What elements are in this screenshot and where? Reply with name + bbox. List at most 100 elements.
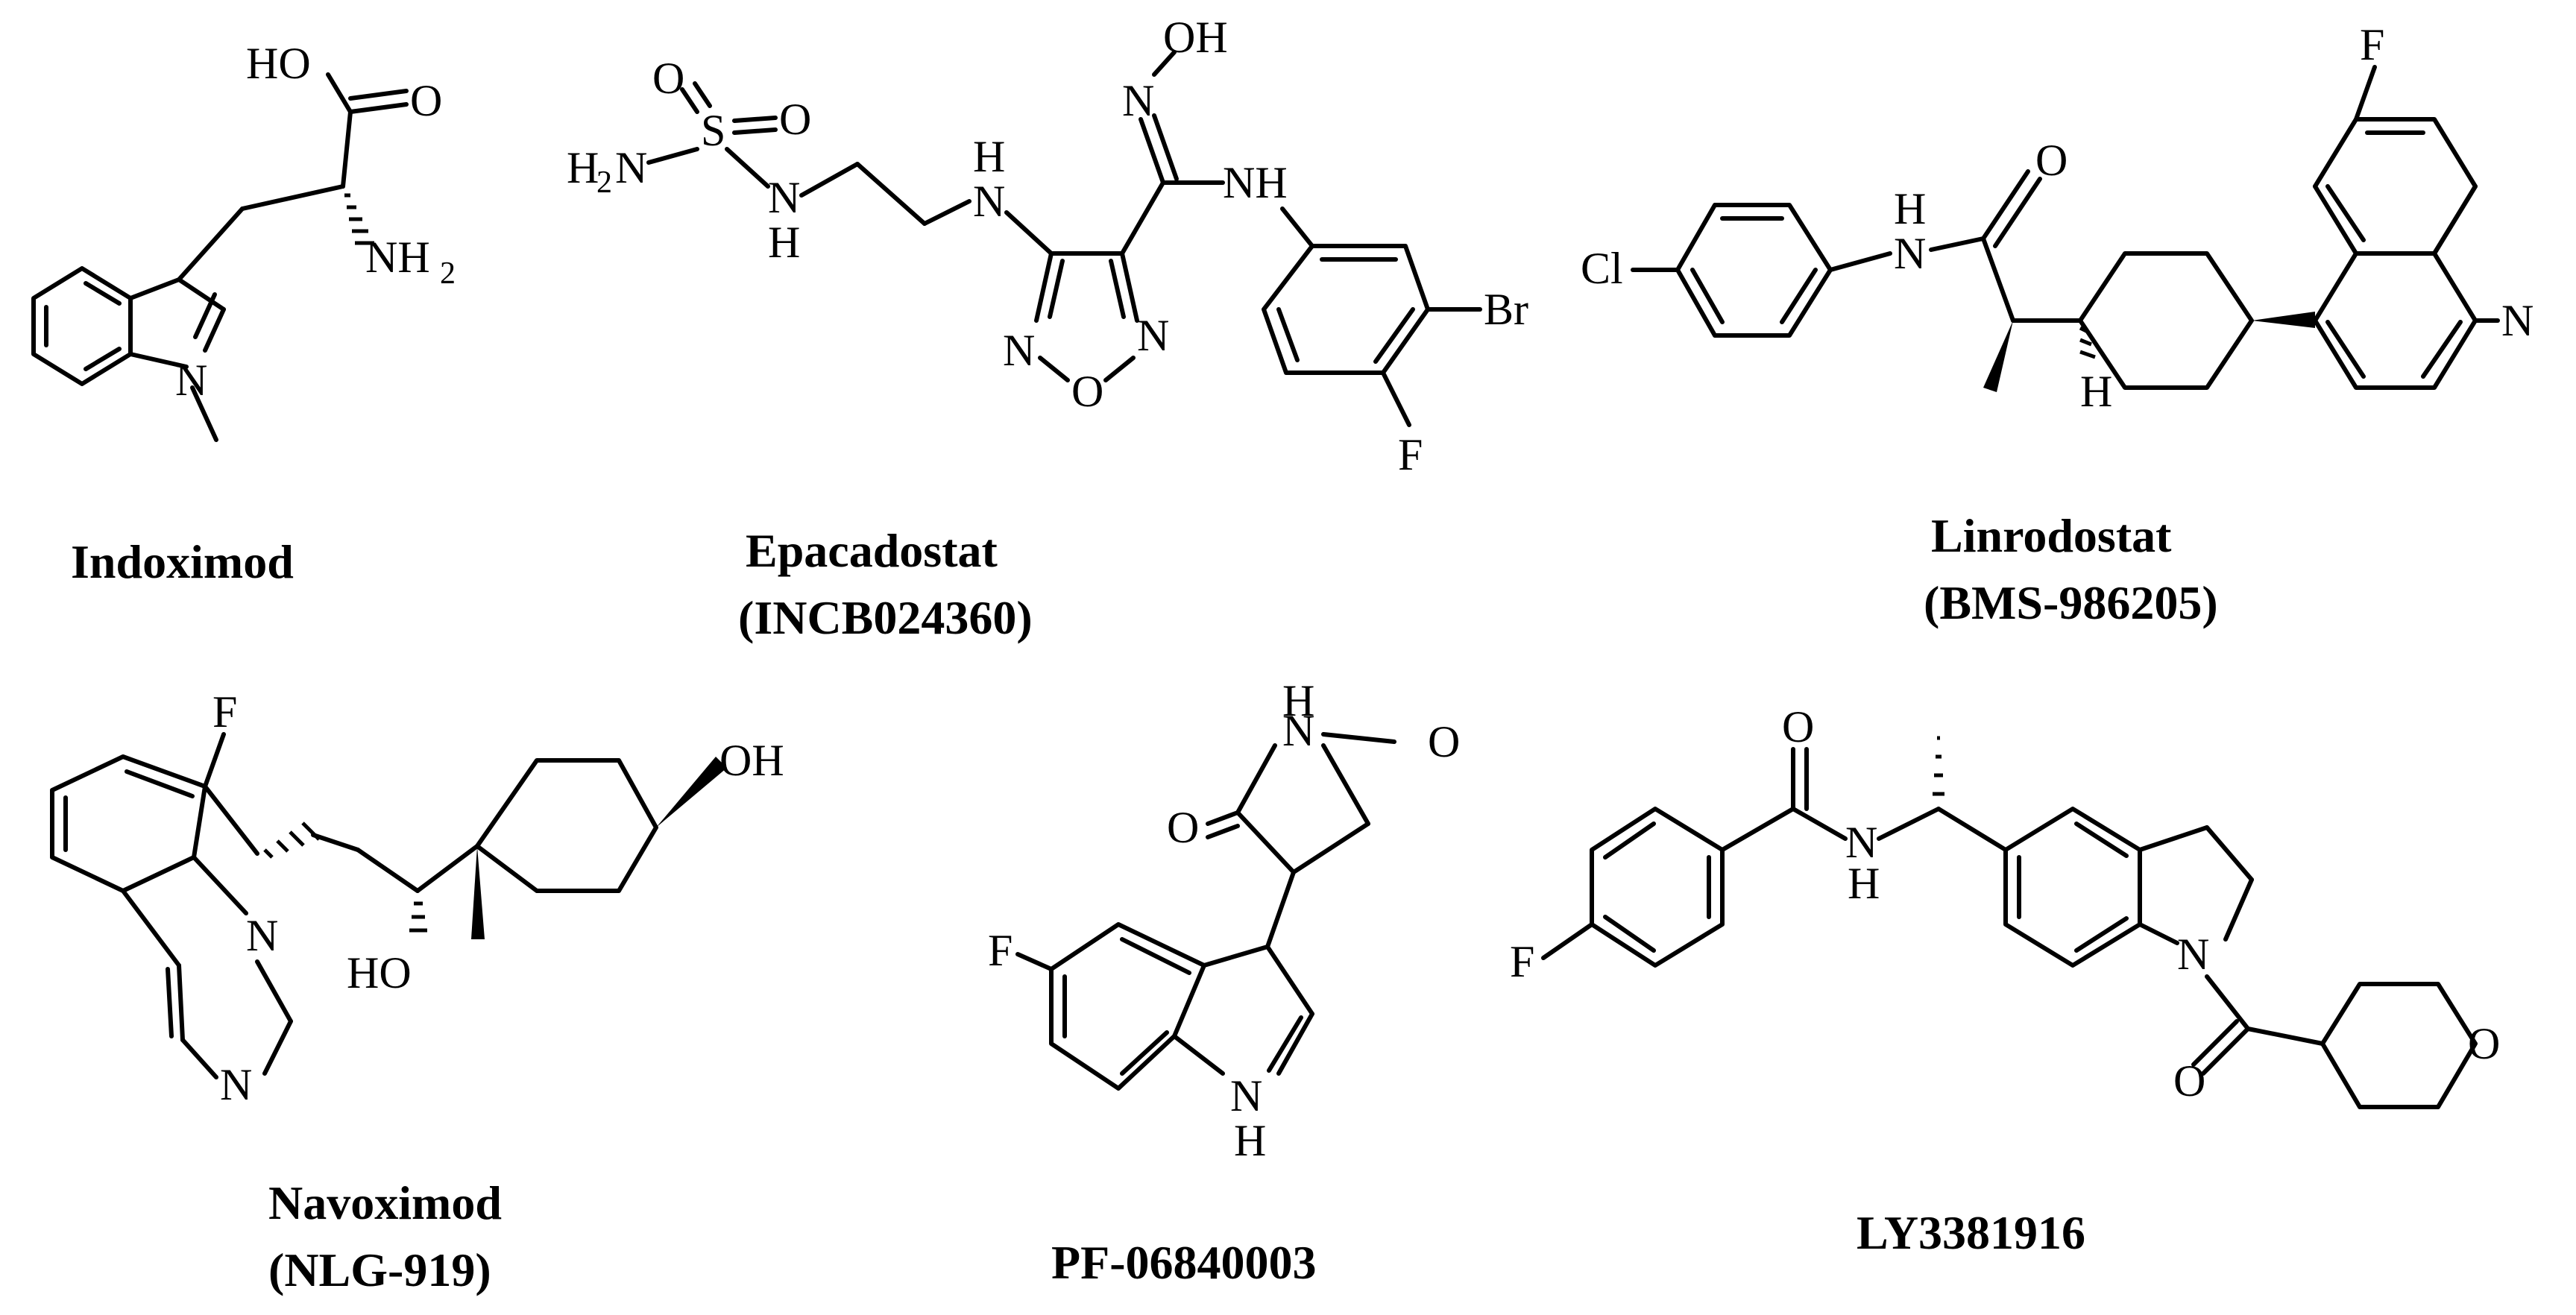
atom-label: H [973,132,1005,181]
bond [1276,307,1300,362]
atom-label: OH [719,736,784,785]
atom-label: N [246,911,278,960]
bond [356,848,420,893]
bond [2074,916,2129,953]
bond [190,385,218,442]
atom-label: F [988,926,1013,975]
bond [2138,922,2179,945]
atom-label: HO [246,39,311,88]
bond [1265,945,1314,1016]
compound-name-indoximod: Indoximod [71,535,294,588]
atom-label: N [1282,706,1314,755]
bond [1381,370,1411,427]
atom-label: OH [1163,13,1228,62]
atom-label: F [1398,430,1423,479]
bond [203,307,226,353]
bond [1235,743,1277,815]
atom-label: O [652,54,684,103]
bond [2320,982,2478,1109]
bond [855,162,927,226]
bond [2325,320,2366,379]
bond [1267,1015,1303,1073]
bond [1265,870,1296,949]
bond [1172,1034,1225,1076]
compound-name-ly3381916: LY3381916 [1857,1206,2085,1259]
bond [84,347,122,371]
bond [2201,1027,2250,1076]
atom-label: Br [1484,285,1528,334]
compound-name-navoximod: Navoximod [268,1176,502,1229]
bond [128,277,181,300]
bond [1720,807,1795,852]
bond [348,102,409,114]
atom-label: N [1230,1071,1262,1120]
hash-bond [263,822,321,859]
bond [732,127,778,135]
navoximod-structure: F N N HO OH [50,687,784,1109]
bond [1109,259,1126,319]
bond [326,72,353,114]
bond [348,89,409,101]
atom-label: N [1122,76,1154,125]
atom-label: O [1428,717,1460,766]
bond [1690,268,1725,324]
atom-label: N [615,143,647,192]
indoximod-structure: N HO O NH 2 [31,39,456,442]
atom-subscript: 2 [596,165,612,200]
atom-label: O [2468,1019,2500,1068]
bond [1936,807,2008,852]
bond [121,889,181,968]
atom-label: N [1894,229,1926,278]
bond [1993,177,2042,248]
atom-label: H [1848,859,1880,908]
bond [1603,822,1656,860]
compound-name-epacadostat: Epacadostat [746,524,998,577]
bond [1120,937,1191,975]
epacadostat-structure: H 2 N S O O N H N H N N O N O [567,13,1528,479]
bond [311,833,360,852]
bond [2313,251,2478,390]
bond [1675,203,1833,338]
bond [341,110,353,189]
atom-label: NH [1223,158,1288,207]
bond [646,147,699,165]
bond [2205,825,2254,882]
hash-bond [1933,736,1944,796]
bond [1321,743,1370,826]
bond [922,199,971,226]
bond [262,1019,293,1076]
bond [125,769,195,798]
atom-subscript: 2 [440,256,456,291]
atom-label: F [1510,937,1534,986]
bond [2074,822,2129,858]
bond [240,184,345,211]
bond [2205,974,2250,1031]
bond [180,1038,218,1079]
atom-label: H [1234,1116,1266,1165]
bond [1152,113,1179,181]
bond [1373,307,1415,364]
bond [128,352,189,369]
compound-code-navoximod: (NLG-919) [268,1243,491,1296]
bond [84,281,122,306]
bond [1202,945,1270,968]
atom-label: H [2080,367,2112,416]
bond [1877,807,1941,841]
atom-label: N [220,1060,252,1109]
compound-code-epacadostat: (INCB024360) [738,591,1033,644]
atom-label: N [175,356,207,405]
bond [1103,356,1136,382]
ly3381916-structure: F O N H N O O [1510,702,2500,1109]
bond [2313,117,2478,256]
bond [1004,210,1054,256]
linrodostat-structure: Cl N H O H F N [1581,20,2534,416]
bond [1981,236,2015,323]
bond [693,81,712,108]
compound-code-linrodostat: (BMS-986205) [1924,576,2218,629]
bond [1120,1030,1169,1076]
wedge-bond [2252,312,2315,328]
atom-label: O [410,76,442,125]
bond [203,732,226,789]
bond [2325,184,2366,242]
